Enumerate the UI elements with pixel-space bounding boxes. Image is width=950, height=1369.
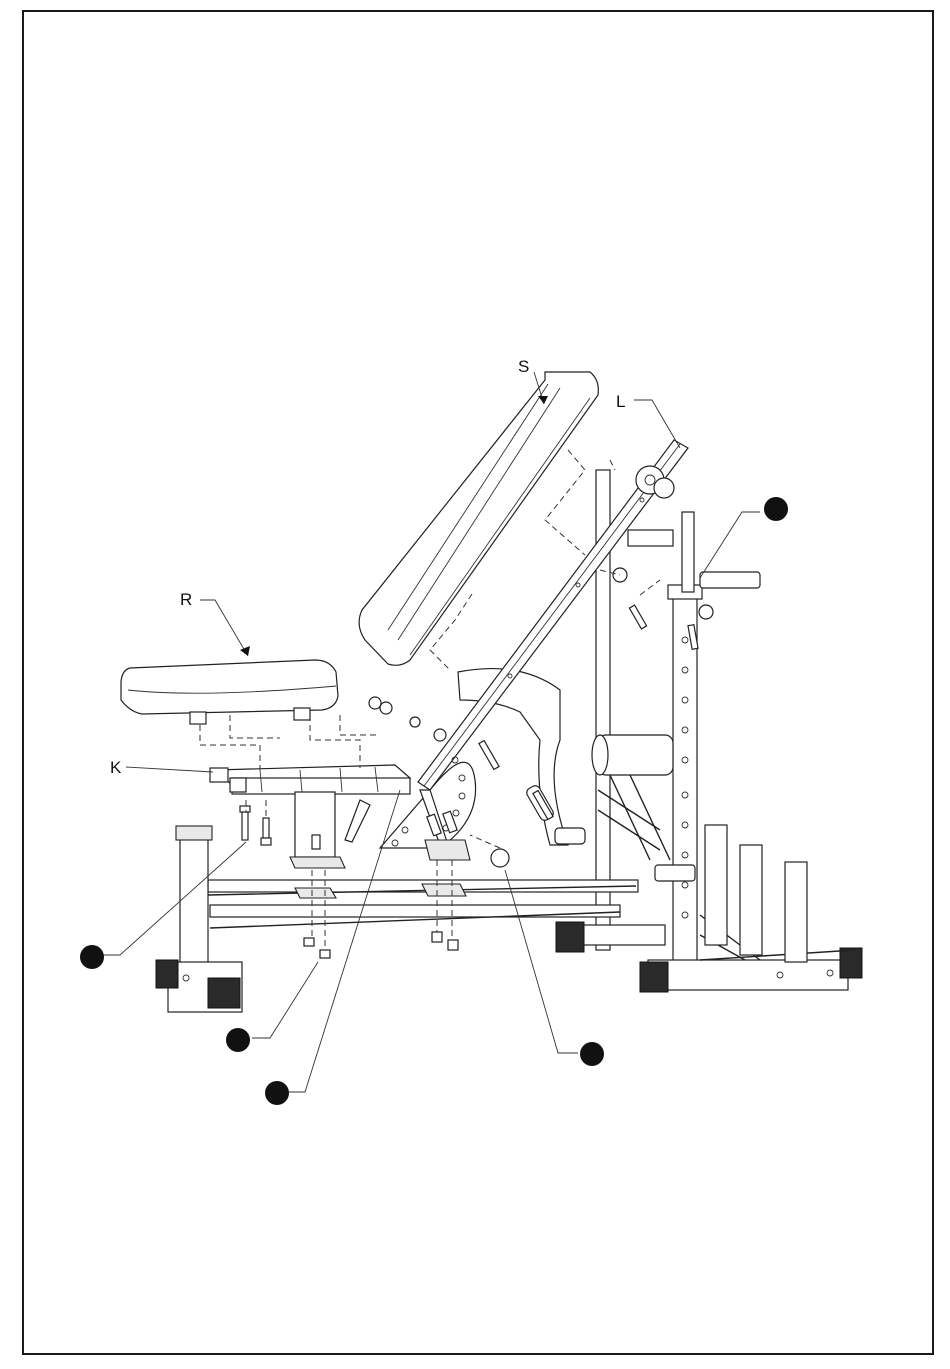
callout-bubble-top-right — [764, 497, 788, 521]
seat-frame-k — [200, 715, 410, 868]
label-backrest-rail: L — [616, 392, 625, 411]
curved-bracket — [458, 669, 585, 845]
callout-bubble-bottom — [265, 1081, 289, 1105]
seat-pad-r — [121, 660, 338, 724]
callout-bubble-left — [80, 945, 104, 969]
callout-bubble-bottom-right — [580, 1042, 604, 1066]
backrest-pad-s — [359, 372, 615, 670]
label-backrest-pad: S — [518, 357, 529, 376]
callout-bubble-lower-left — [226, 1028, 250, 1052]
main-base-frame — [156, 826, 638, 1012]
label-seat-frame: K — [110, 758, 122, 777]
label-seat-pad: R — [180, 590, 192, 609]
